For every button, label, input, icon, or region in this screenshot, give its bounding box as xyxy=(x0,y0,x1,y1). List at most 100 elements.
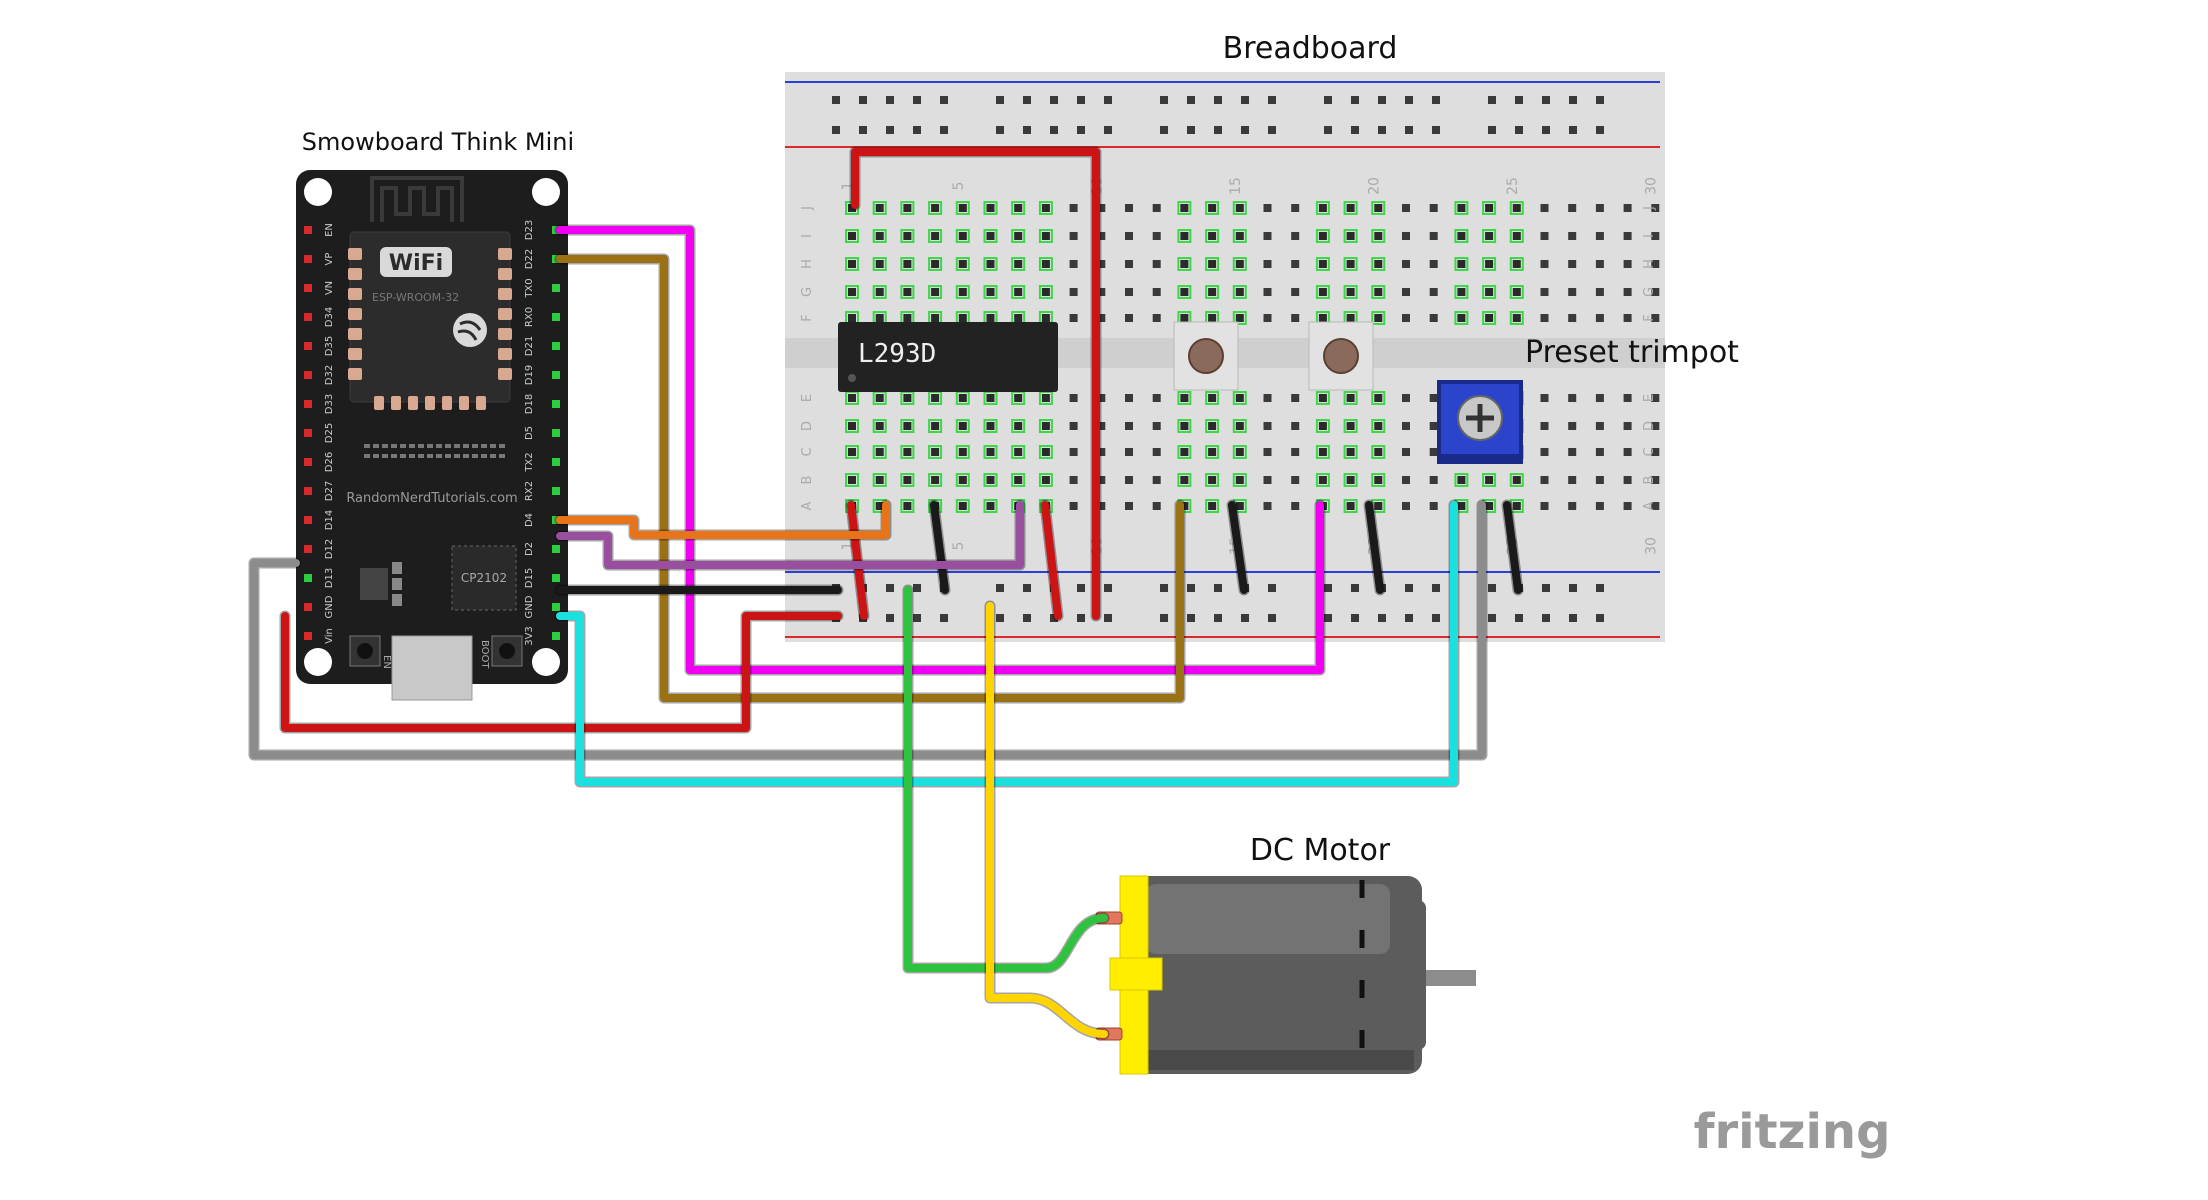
esp32-pin-left xyxy=(304,226,312,234)
rail-hole xyxy=(996,126,1004,134)
breadboard-hole xyxy=(1318,448,1327,456)
esp32-pin-label-left: D32 xyxy=(324,365,335,385)
breadboard-hole xyxy=(903,288,912,296)
breadboard-hole-highlight xyxy=(1315,473,1330,487)
breadboard-hole-highlight xyxy=(1315,229,1330,243)
breadboard-hole-highlight xyxy=(1011,229,1026,243)
esp32-pin-right xyxy=(552,429,560,437)
breadboard-hole xyxy=(1457,314,1466,322)
breadboard-hole xyxy=(1595,260,1604,268)
breadboard-hole-highlight xyxy=(955,445,970,459)
rail-hole xyxy=(1569,584,1577,592)
en-button-label: EN xyxy=(381,655,392,669)
breadboard-hole xyxy=(1457,204,1466,212)
breadboard-hole xyxy=(1374,502,1383,510)
breadboard-hole xyxy=(1485,476,1494,484)
breadboard-hole xyxy=(1014,204,1023,212)
regulator-tab-1 xyxy=(392,562,402,574)
breadboard-hole xyxy=(1041,314,1050,322)
esp32-pin-left xyxy=(304,400,312,408)
rail-hole xyxy=(1596,126,1604,134)
breadboard-hole xyxy=(1623,288,1632,296)
silk-dash xyxy=(409,444,415,448)
breadboard-hole-highlight xyxy=(1011,445,1026,459)
breadboard-hole-highlight xyxy=(1011,419,1026,433)
breadboard-hole-highlight xyxy=(872,257,887,271)
breadboard-hole-highlight xyxy=(983,473,998,487)
breadboard-hole xyxy=(1318,260,1327,268)
breadboard-hole xyxy=(986,422,995,430)
esp32-pin-left xyxy=(304,574,312,582)
breadboard-hole-highlight xyxy=(900,445,915,459)
rail-hole xyxy=(886,614,894,622)
module-pad-bottom xyxy=(408,396,418,410)
breadboard-hole xyxy=(1263,260,1272,268)
usb-chip-label: CP2102 xyxy=(461,571,507,585)
breadboard-hole xyxy=(1180,260,1189,268)
row-letter: H xyxy=(1642,259,1657,269)
breadboard-hole-highlight xyxy=(872,285,887,299)
breadboard-hole xyxy=(1263,232,1272,240)
rail-hole xyxy=(1077,614,1085,622)
breadboard-hole xyxy=(1069,288,1078,296)
breadboard-hole xyxy=(1152,232,1161,240)
breadboard-hole xyxy=(1651,260,1660,268)
row-letter: E xyxy=(800,394,815,402)
esp32-pin-label-left: Vin xyxy=(324,628,335,644)
rail-hole xyxy=(1268,614,1276,622)
rail-hole xyxy=(1160,584,1168,592)
breadboard-hole xyxy=(1485,314,1494,322)
silk-dash xyxy=(400,454,406,458)
breadboard-hole xyxy=(1097,502,1106,510)
breadboard-hole-highlight xyxy=(1205,419,1220,433)
breadboard-hole xyxy=(1540,288,1549,296)
breadboard-hole xyxy=(1208,204,1217,212)
breadboard-hole-highlight xyxy=(983,285,998,299)
silk-dash xyxy=(427,454,433,458)
breadboard-hole-highlight xyxy=(1177,201,1192,215)
breadboard-hole xyxy=(1457,476,1466,484)
rail-hole xyxy=(1241,96,1249,104)
motor-title: DC Motor xyxy=(1250,833,1391,868)
boot-button-label: BOOT xyxy=(479,640,490,669)
rail-hole xyxy=(1542,126,1550,134)
breadboard-hole-highlight xyxy=(1205,285,1220,299)
wire-red-chip-2 xyxy=(1041,501,1062,620)
breadboard-hole xyxy=(1291,502,1300,510)
breadboard-hole xyxy=(903,448,912,456)
breadboard-hole xyxy=(903,476,912,484)
breadboard-hole xyxy=(1235,314,1244,322)
esp32-pin-label-right: D15 xyxy=(524,568,535,588)
wire-green-motor xyxy=(904,586,1108,972)
breadboard-hole xyxy=(1595,232,1604,240)
esp32-pin-label-right: GND xyxy=(524,595,535,618)
breadboard-hole-highlight xyxy=(1038,445,1053,459)
breadboard-hole xyxy=(1595,314,1604,322)
silkscreen-dashes xyxy=(364,444,505,458)
breadboard-hole-highlight xyxy=(928,419,943,433)
breadboard-hole xyxy=(875,232,884,240)
breadboard-hole xyxy=(1014,288,1023,296)
wifi-logo-box xyxy=(380,247,452,277)
breadboard-hole xyxy=(1318,394,1327,402)
breadboard-hole xyxy=(1180,314,1189,322)
breadboard-hole xyxy=(1402,260,1410,268)
breadboard-hole xyxy=(848,314,856,322)
silk-dash xyxy=(436,454,442,458)
breadboard-hole-highlight xyxy=(1343,285,1358,299)
mount-hole-tl xyxy=(304,178,332,206)
breadboard-hole-highlight xyxy=(955,229,970,243)
esp32-pin-label-left: VN xyxy=(324,281,335,295)
breadboard-hole xyxy=(1041,288,1050,296)
breadboard-hole xyxy=(1429,314,1438,322)
breadboard-hole xyxy=(903,422,912,430)
breadboard-hole xyxy=(1568,502,1577,510)
rail-hole xyxy=(1187,126,1195,134)
breadboard-hole-highlight xyxy=(1232,311,1247,325)
rail-hole xyxy=(1187,614,1195,622)
motor-endcap xyxy=(1400,900,1426,1050)
silk-dash xyxy=(364,444,370,448)
espressif-logo-swirl xyxy=(457,320,482,341)
breadboard-hole xyxy=(1069,422,1078,430)
breadboard-hole xyxy=(1041,422,1050,430)
